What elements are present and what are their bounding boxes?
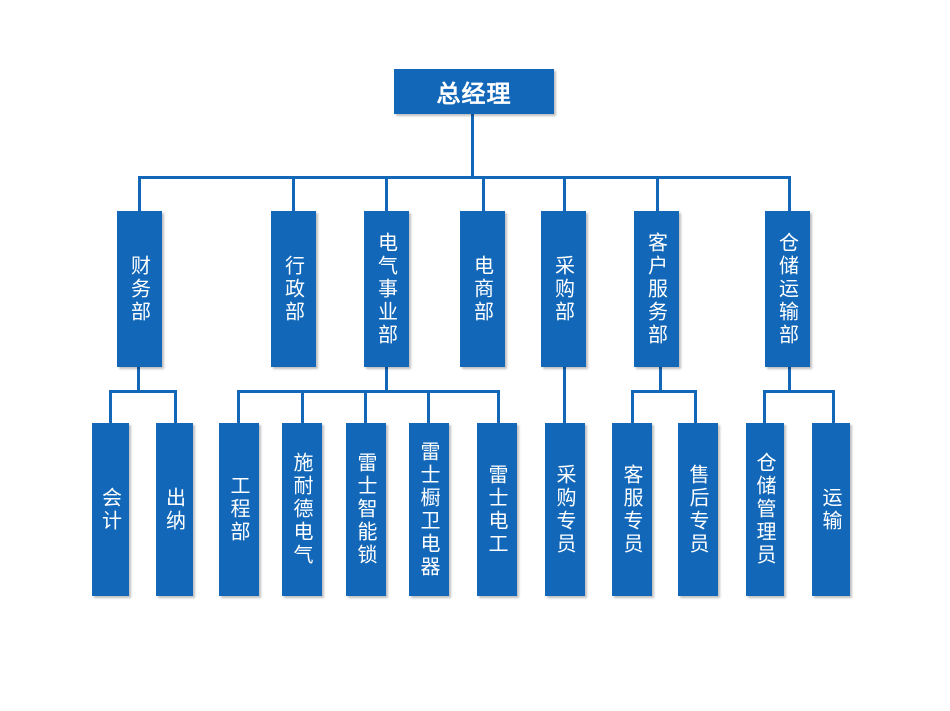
unit-kitchen-bath-box: 雷士橱卫电器 [409, 423, 449, 596]
connector-line [471, 112, 474, 178]
connector-line [138, 176, 791, 179]
unit-electrician-label: 雷士电工 [485, 463, 509, 556]
unit-accounting-label: 会计 [98, 486, 123, 533]
general-manager-label: 总经理 [436, 80, 512, 108]
dept-customer-service-label: 客户服务部 [644, 231, 669, 347]
connector-line [631, 390, 697, 393]
unit-schneider-box: 施耐德电气 [282, 423, 322, 596]
dept-finance-box: 财务部 [117, 211, 162, 367]
connector-line [385, 176, 388, 212]
unit-after-sales-label: 售后专员 [686, 463, 710, 556]
connector-line [109, 390, 177, 393]
dept-purchasing-label: 采购部 [551, 254, 576, 324]
connector-line [301, 390, 304, 424]
connector-line [763, 390, 835, 393]
connector-line [497, 390, 500, 424]
unit-purchasing-specialist-box: 采购专员 [545, 423, 585, 596]
dept-ecommerce-box: 电商部 [460, 211, 505, 367]
unit-kitchen-bath-label: 雷士橱卫电器 [417, 440, 441, 579]
dept-electrical-box: 电气事业部 [364, 211, 409, 367]
connector-line [788, 366, 791, 392]
connector-line [788, 176, 791, 212]
connector-line [137, 366, 140, 392]
dept-warehouse-box: 仓储运输部 [765, 211, 810, 367]
connector-line [427, 390, 430, 424]
unit-engineering-box: 工程部 [219, 423, 259, 596]
unit-customer-service-specialist-label: 客服专员 [620, 463, 644, 556]
connector-line [763, 390, 766, 424]
dept-finance-label: 财务部 [127, 254, 152, 324]
unit-warehouse-manager-label: 仓储管理员 [753, 452, 777, 567]
connector-line [694, 390, 697, 424]
dept-electrical-label: 电气事业部 [374, 231, 399, 347]
unit-customer-service-specialist-box: 客服专员 [612, 423, 652, 596]
unit-after-sales-box: 售后专员 [678, 423, 718, 596]
connector-line [174, 390, 177, 424]
connector-line [563, 176, 566, 212]
dept-customer-service-box: 客户服务部 [634, 211, 679, 367]
connector-line [563, 366, 566, 424]
dept-admin-box: 行政部 [271, 211, 316, 367]
connector-line [237, 390, 500, 393]
unit-transport-box: 运输 [812, 423, 850, 596]
dept-ecommerce-label: 电商部 [470, 254, 495, 324]
unit-accounting-box: 会计 [92, 423, 129, 596]
connector-line [832, 390, 835, 424]
unit-cashier-label: 出纳 [162, 486, 187, 533]
connector-line [109, 390, 112, 424]
connector-line [237, 390, 240, 424]
unit-purchasing-specialist-label: 采购专员 [553, 463, 577, 556]
unit-smart-lock-box: 雷士智能锁 [346, 423, 386, 596]
dept-admin-label: 行政部 [281, 254, 306, 324]
unit-smart-lock-label: 雷士智能锁 [354, 452, 378, 567]
connector-line [385, 366, 388, 392]
dept-warehouse-label: 仓储运输部 [775, 231, 800, 347]
connector-line [656, 176, 659, 212]
dept-purchasing-box: 采购部 [541, 211, 586, 367]
connector-line [364, 390, 367, 424]
general-manager-box: 总经理 [394, 69, 554, 114]
connector-line [138, 176, 141, 212]
unit-warehouse-manager-box: 仓储管理员 [746, 423, 784, 596]
unit-transport-label: 运输 [819, 486, 843, 533]
connector-line [659, 366, 662, 392]
connector-line [631, 390, 634, 424]
unit-cashier-box: 出纳 [156, 423, 193, 596]
unit-schneider-label: 施耐德电气 [290, 452, 314, 567]
connector-line [482, 176, 485, 212]
unit-engineering-label: 工程部 [227, 475, 251, 544]
connector-line [292, 176, 295, 212]
unit-electrician-box: 雷士电工 [477, 423, 517, 596]
